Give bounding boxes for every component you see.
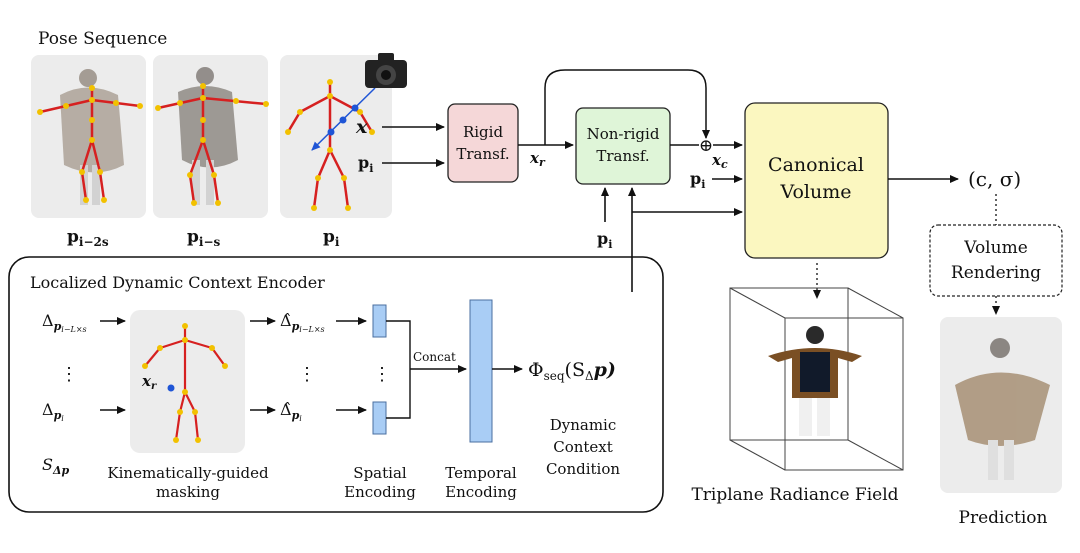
hat-delta-bottom: Δ̂pi [280,400,302,423]
spatial-caption-2: Encoding [344,483,416,501]
pose-label-1: pi−2s [67,227,109,249]
skeleton-3 [286,82,374,209]
hat-delta-top: Δ̂pi−L×s [280,311,325,334]
masking-caption-2: masking [156,483,220,501]
vdots-mid: ⋮ [298,364,316,385]
pose-label-3: pi [323,227,340,249]
masking-caption-1: Kinematically-guided [107,464,269,482]
spatial-encoding-bottom [372,401,387,435]
ray-sample-points [327,104,359,136]
skeleton-3-joints [285,79,375,211]
pose-label-nonrigid: pi [597,229,612,251]
rigid-line2: Transf. [456,145,509,163]
vdots-left: ⋮ [60,364,78,385]
encoder-title: Localized Dynamic Context Encoder [30,273,325,292]
encoder-frame [8,256,664,513]
pose-sequence-title: Pose Sequence [38,29,167,49]
pose-label-canonical: pi [690,169,705,191]
s-delta-p: SΔp [42,455,70,477]
spatial-encoding-top [372,304,387,338]
x-c-label: xc [711,151,728,171]
temporal-encoding [469,299,493,443]
triplane-box [729,287,904,471]
masking-x-r: xr [141,372,157,392]
x-r-label: xr [529,149,546,169]
spatial-caption-1: Spatial [353,464,407,482]
dynamic-caption-2: Context [553,438,613,456]
rigid-line1: Rigid [463,123,503,141]
skeleton-2-joints [155,83,269,206]
nonrigid-line2: Transf. [596,147,649,165]
output-color-density: (c, σ) [968,167,1021,191]
rigid-transf-block [447,103,519,183]
canonical-line2: Volume [780,181,852,203]
delta-top: Δpi−L×s [42,311,87,334]
skeleton-1-joints [37,85,143,203]
dynamic-caption-1: Dynamic [550,416,617,434]
pose-label-2: pi−s [187,227,221,249]
triplane-label: Triplane Radiance Field [691,485,898,505]
phi-output: Φseq(SΔp) [528,359,616,383]
masking-query-point [167,384,175,392]
pose-frame-3 [280,55,392,218]
camera-icon [365,53,407,88]
dynamic-caption-3: Condition [546,460,620,478]
concat-label: Concat [413,350,456,364]
canonical-line1: Canonical [768,154,864,176]
input-point-x: x [355,116,368,138]
masking-joints [142,323,228,443]
delta-bottom: Δpi [42,400,64,423]
triplane-person [768,326,862,436]
masking-skeleton [144,326,226,441]
rendering-line2: Rendering [951,263,1041,283]
nonrigid-transf-block [575,107,671,185]
person-silhouette-2 [178,67,238,205]
skip-connection-arrow [544,69,710,145]
prediction-person [955,338,1050,480]
nonrigid-line1: Non-rigid [587,125,660,143]
pose-input-label: pi [358,153,373,175]
oplus-symbol: ⊕ [699,136,713,156]
prediction-label: Prediction [959,508,1048,528]
temporal-caption-2: Encoding [445,483,517,501]
temporal-caption-1: Temporal [445,464,517,482]
rendering-line1: Volume [963,238,1028,258]
canonical-volume-block [744,102,889,259]
volume-rendering-block [929,224,1063,297]
vdots-spatial: ⋮ [373,364,391,385]
